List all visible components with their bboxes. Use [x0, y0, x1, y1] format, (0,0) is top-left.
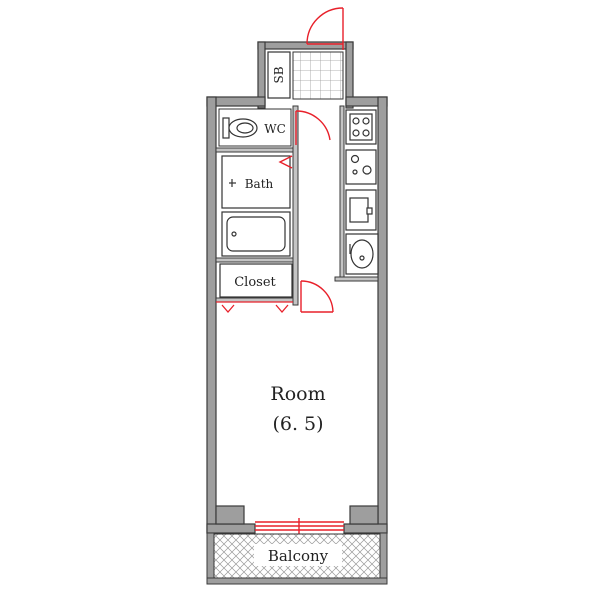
- bathtub-icon: [221, 211, 291, 257]
- washroom: [221, 155, 291, 209]
- closet-label: Closet: [234, 275, 276, 290]
- wall-wet-area-right: [292, 105, 299, 306]
- wall-bottom-left: [206, 523, 256, 534]
- balcony-window[interactable]: [255, 518, 344, 534]
- wc-door[interactable]: [295, 110, 331, 145]
- wall-wc-bottom: [215, 147, 294, 153]
- sink-icon: [345, 233, 379, 275]
- balcony-rail-left: [206, 532, 215, 584]
- wall-sb-top: [257, 41, 354, 50]
- wall-kitchen-left: [339, 105, 345, 278]
- sb-cabinet: [267, 51, 291, 99]
- pillar-left: [215, 505, 245, 525]
- closet-box: [219, 263, 293, 298]
- faucet-icon: [229, 179, 236, 187]
- balcony-label: Balcony: [268, 547, 329, 565]
- room-area: Room (6. 5): [270, 383, 325, 435]
- balcony-rail-right: [379, 532, 388, 584]
- wall-room-top: [334, 276, 379, 282]
- toilet-icon: [222, 117, 258, 139]
- fridge-icon: [345, 109, 377, 145]
- balcony-rail-bottom: [206, 577, 388, 585]
- balcony-area: Balcony: [206, 532, 388, 585]
- wall-bath-bottom: [215, 257, 294, 263]
- wall-bottom-right: [343, 523, 388, 534]
- wc-label: WC: [264, 122, 286, 136]
- sb-label: SB: [272, 66, 286, 83]
- interior-walls: [215, 105, 379, 306]
- wall-left: [206, 96, 217, 534]
- room-door[interactable]: [300, 280, 334, 313]
- pillar-right: [349, 505, 379, 525]
- bath-area: Bath: [221, 155, 291, 257]
- wall-right: [377, 96, 388, 534]
- wall-sb-right: [345, 41, 354, 109]
- closet-doors[interactable]: [216, 301, 293, 313]
- room-size-label: (6. 5): [272, 413, 323, 435]
- balcony-label-bg: [254, 544, 342, 566]
- sb-area: SB: [267, 51, 344, 100]
- closet-area: Closet: [219, 263, 293, 298]
- kitchen-area: [345, 109, 379, 275]
- bath-label: Bath: [245, 177, 274, 191]
- entrance-tile-floor: [292, 51, 344, 100]
- wc-area: WC: [218, 108, 292, 147]
- bath-door[interactable]: [278, 155, 293, 169]
- counter-icon: [345, 189, 377, 231]
- entrance-door[interactable]: [306, 7, 344, 50]
- outer-walls: [206, 41, 388, 534]
- wall-sb-left: [257, 41, 266, 109]
- stove-icon: [345, 149, 377, 185]
- room-label: Room: [270, 383, 325, 405]
